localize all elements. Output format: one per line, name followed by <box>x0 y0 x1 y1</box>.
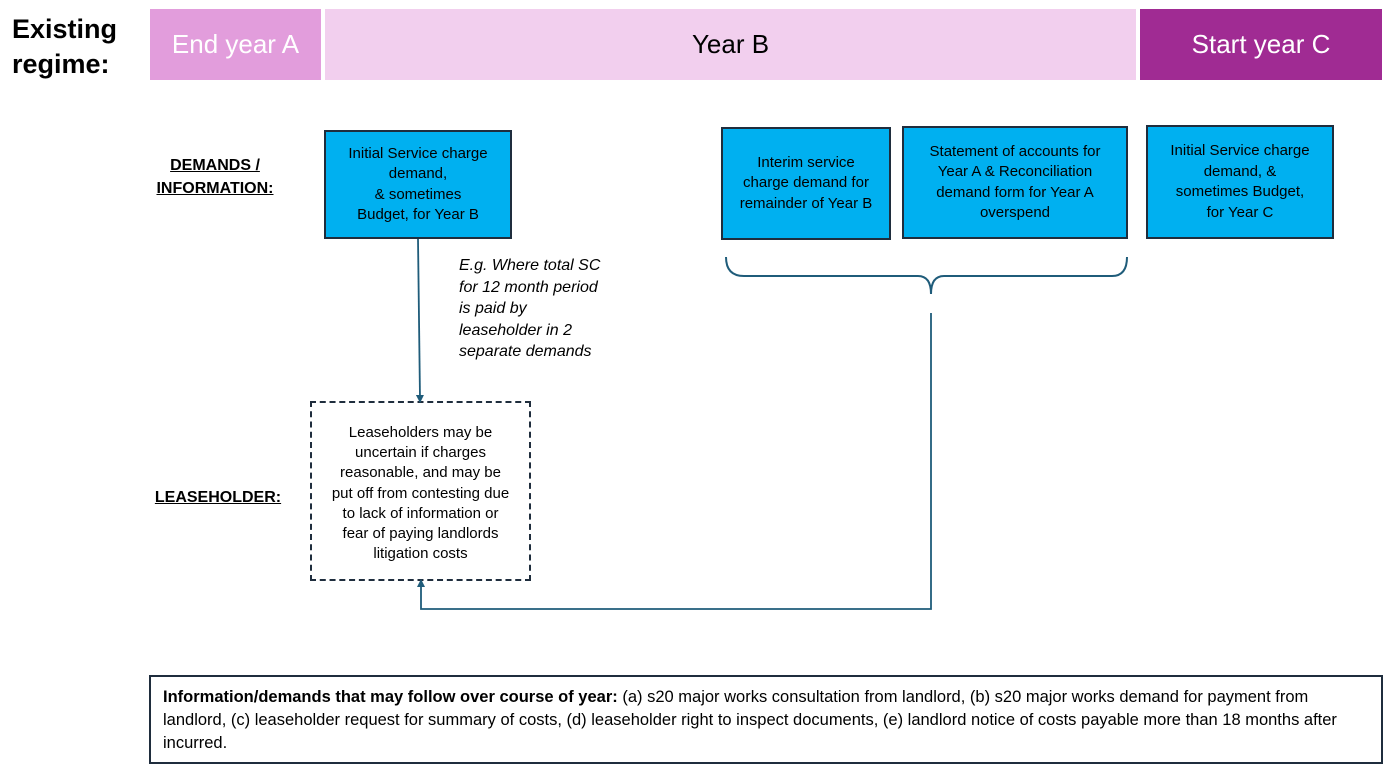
row-label-demands: DEMANDS / INFORMATION: <box>148 154 282 200</box>
box-line: Initial Service charge <box>348 144 488 162</box>
box-line: demand, & <box>1203 162 1277 180</box>
box-line: Budget, for Year B <box>357 206 479 223</box>
box-line: Statement of accounts for <box>929 142 1101 160</box>
title-line-2: regime: <box>12 49 110 79</box>
leaseholder-line: litigation costs <box>373 545 468 563</box>
box-line: remainder of Year B <box>739 194 873 212</box>
timeline-start-year-c: Start year C <box>1140 9 1382 80</box>
row-label-demands-line-1: DEMANDS / <box>170 157 260 174</box>
timeline-end-year-a: End year A <box>150 9 321 80</box>
leaseholder-line: reasonable, and may be <box>340 464 501 482</box>
note-line: for 12 month period <box>459 278 598 296</box>
statement-of-accounts-box: Statement of accounts for Year A & Recon… <box>902 126 1128 239</box>
leaseholder-line: put off from contesting due <box>331 484 510 502</box>
box-line: sometimes Budget, <box>1175 183 1305 200</box>
note-line: leaseholder in 2 <box>459 321 572 339</box>
brace-interim-statement <box>725 256 1128 295</box>
leaseholder-line: uncertain if charges <box>355 444 486 462</box>
note-line: separate demands <box>459 343 592 360</box>
box-line: for Year C <box>1206 203 1274 221</box>
arrow-brace-to-leaseholder <box>417 313 932 610</box>
row-label-demands-line-2: INFORMATION: <box>156 180 274 197</box>
box-line: Initial Service charge <box>1170 142 1310 159</box>
diagram-title: Existing regime: <box>12 12 117 82</box>
title-line-1: Existing <box>12 14 118 44</box>
box-line: Year A & Reconciliation <box>937 163 1093 180</box>
box-line: Interim service <box>757 153 855 171</box>
box-line: demand form for Year A <box>936 183 1094 201</box>
box-line: overspend <box>979 204 1051 221</box>
leaseholder-line: to lack of information or <box>342 504 499 522</box>
initial-demand-year-c-box: Initial Service charge demand, & sometim… <box>1146 125 1334 239</box>
example-note: E.g. Where total SC for 12 month period … <box>459 255 639 363</box>
interim-demand-box: Interim service charge demand for remain… <box>721 127 891 240</box>
leaseholder-line: Leaseholders may be <box>348 424 493 441</box>
note-line: is paid by <box>459 300 527 317</box>
footer-text: (a) s20 major works consultation from la… <box>163 688 1337 752</box>
initial-demand-year-b-box: Initial Service charge demand, & sometim… <box>324 130 512 239</box>
box-line: demand, <box>388 165 448 182</box>
box-line: charge demand for <box>743 174 869 192</box>
row-label-leaseholder: LEASEHOLDER: <box>154 489 282 506</box>
follow-up-information-box: Information/demands that may follow over… <box>149 675 1383 764</box>
leaseholder-line: fear of paying landlords <box>342 525 499 543</box>
box-line: & sometimes <box>374 185 462 203</box>
arrow-initial-to-leaseholder <box>415 238 424 403</box>
note-line: E.g. Where total SC <box>459 257 601 274</box>
footer-heading: Information/demands that may follow over… <box>163 688 618 706</box>
timeline-year-b: Year B <box>325 9 1136 80</box>
